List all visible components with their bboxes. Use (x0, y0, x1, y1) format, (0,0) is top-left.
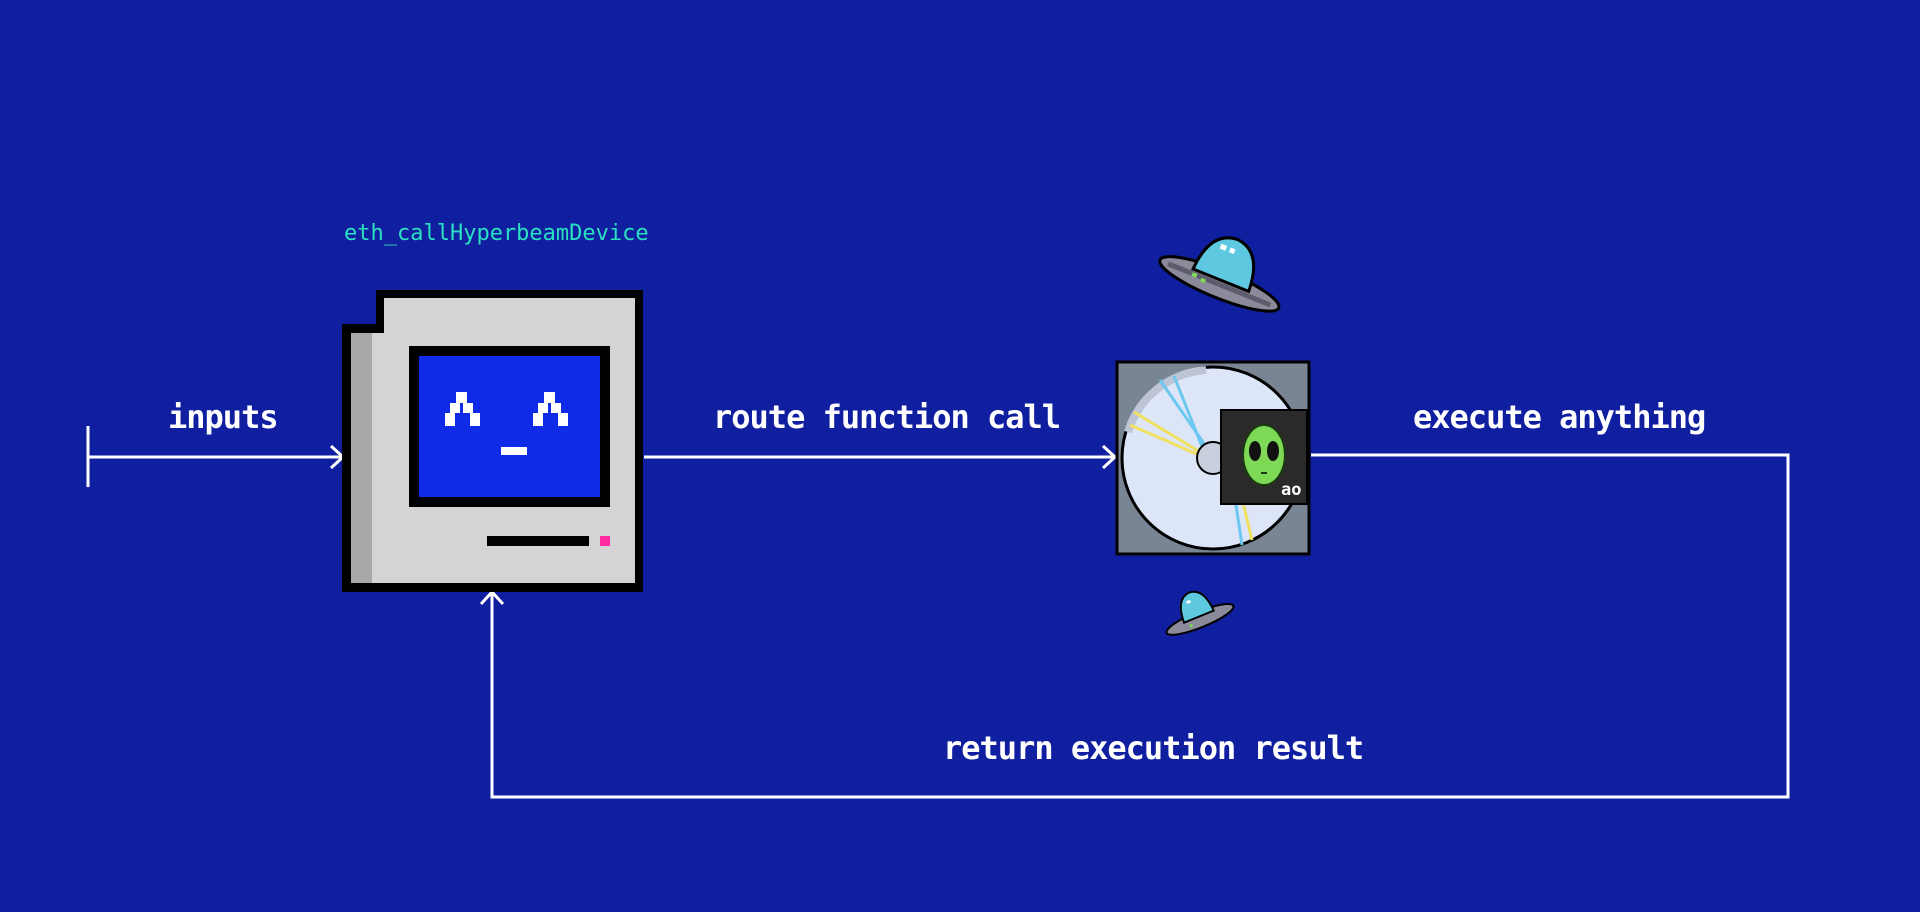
ufo-icon (1165, 590, 1235, 636)
status-led (600, 536, 610, 546)
ufo-icon (1158, 236, 1281, 313)
route-arrow (644, 444, 1118, 470)
process-badge: ao (1281, 480, 1302, 500)
computer-icon (342, 290, 643, 592)
cd-icon (1115, 360, 1311, 556)
route-label: route function call (713, 398, 1061, 436)
inputs-label: inputs (168, 398, 279, 436)
face-icon (445, 392, 568, 455)
return-label: return execution result (943, 729, 1364, 767)
execute-label: execute anything (1413, 398, 1706, 436)
alien-icon (1242, 424, 1286, 486)
device-name: eth_callHyperbeamDevice (344, 221, 649, 246)
